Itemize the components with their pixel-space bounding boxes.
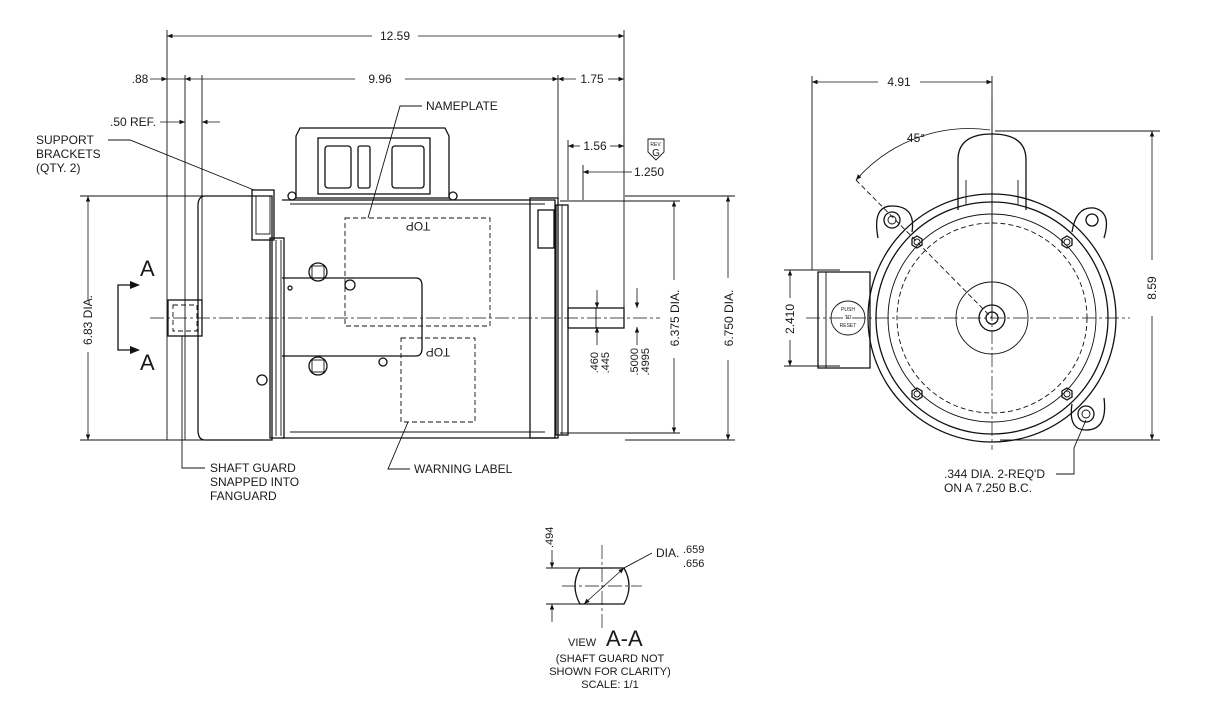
view-note-3: SCALE: 1/1 (581, 679, 638, 691)
rev-letter: G (652, 148, 660, 159)
shaft-guard-line1: SHAFT GUARD (210, 461, 296, 475)
end-view: 4.91 8.59 2.410 45° PUSH TO RESET (783, 75, 1160, 495)
dim-shaft-dia-lo: .4995 (640, 348, 652, 376)
support-brackets-line2: BRACKETS (36, 147, 101, 161)
dim-guard-dia: 6.83 DIA. (81, 295, 95, 345)
dim-frame-dia: 6.750 DIA. (722, 290, 736, 347)
dim-shaft-key: 1.250 (634, 165, 664, 179)
dim-overall-length: 12.59 (380, 29, 410, 43)
support-brackets-line3: (QTY. 2) (36, 161, 80, 175)
dim-pilot-dia: 6.375 DIA. (668, 290, 682, 347)
dim-angle: 45° (907, 131, 925, 145)
mounting-ear-tl (875, 205, 914, 239)
reset-box (817, 271, 871, 369)
dim-shaft-dia-hi: .5000 (629, 348, 641, 376)
section-a-top: A (140, 256, 155, 281)
nameplate-top-mark: TOP (406, 219, 430, 233)
dim-flat-hi: .460 (589, 352, 601, 373)
nameplate-label: NAMEPLATE (426, 99, 498, 113)
capacitor (282, 277, 423, 357)
dim-height: 8.59 (1145, 276, 1159, 300)
view-dia-lo: .656 (683, 558, 704, 570)
bolt-hex-heads (911, 235, 1073, 401)
view-word: VIEW (568, 637, 597, 649)
dim-end-width: 4.91 (887, 75, 911, 89)
warning-label-label: WARNING LABEL (414, 462, 513, 476)
warning-label-outline (400, 337, 476, 423)
reset-text-1: PUSH (841, 307, 855, 313)
section-a-bottom: A (140, 350, 155, 375)
shaft-guard-line2: SNAPPED INTO (210, 475, 299, 489)
shaft-section (574, 567, 630, 605)
dim-ref: .50 REF. (110, 115, 156, 129)
view-a-a: .494 DIA. .659 .656 VIEW A-A (SHAFT GUAR… (544, 527, 704, 691)
warning-top-mark: TOP (426, 345, 450, 359)
dim-box-width: 2.410 (783, 304, 797, 334)
dim-flat-lo: .445 (600, 352, 612, 373)
side-view: 12.59 .88 9.96 1.75 .50 REF. 1.56 1.250 … (36, 29, 736, 503)
view-name: A-A (606, 626, 643, 651)
dim-fan-end: .88 (132, 72, 149, 86)
shaft-guard-line3: FANGUARD (210, 489, 277, 503)
fan-guard (197, 195, 273, 441)
nameplate-outline (344, 217, 491, 327)
reset-text-3: RESET (840, 323, 857, 329)
shaft-guard (167, 299, 203, 337)
view-dia-hi: .659 (683, 544, 704, 556)
dim-shaft-length: 1.75 (580, 72, 604, 86)
rev-label: REV. (650, 142, 661, 148)
view-note-2: SHOWN FOR CLARITY) (549, 666, 671, 678)
support-brackets-line1: SUPPORT (36, 133, 94, 147)
view-note-1: (SHAFT GUARD NOT (556, 653, 665, 665)
view-dia-label: DIA. (656, 546, 679, 560)
dim-view-flat: .494 (544, 527, 556, 548)
end-bell (529, 197, 559, 439)
motor-body (282, 199, 556, 439)
bolt-circle-line1: .344 DIA. 2-REQ'D (944, 467, 1045, 481)
bolt-circle-line2: ON A 7.250 B.C. (944, 481, 1032, 495)
dim-shaft-flat: 1.56 (583, 139, 607, 153)
dim-body-length: 9.96 (368, 72, 392, 86)
